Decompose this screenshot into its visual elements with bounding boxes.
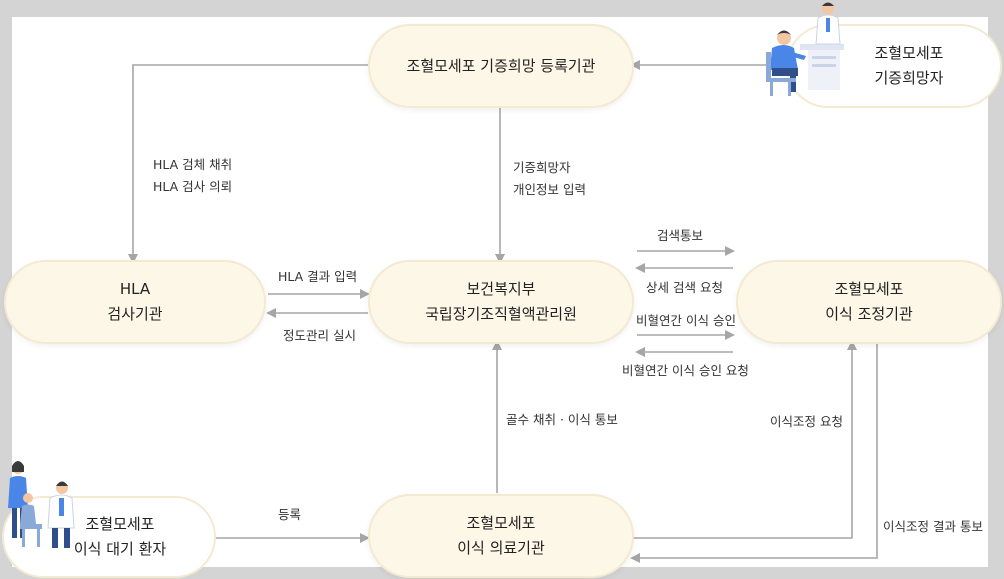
edge-label-coordination-result: 이식조정 결과 통보: [883, 519, 983, 534]
patient-label-line2: 이식 대기 환자: [73, 540, 167, 558]
edge-label-quality: 정도관리 실시: [283, 328, 356, 343]
doctor-consultation-icon: [766, 2, 844, 96]
hospital-node: 조혈모세포 이식 의료기관: [368, 494, 634, 578]
edge-label-unrelated-request: 비혈연간 이식 승인 요청: [622, 363, 749, 378]
arrow-coordination-request: [632, 340, 857, 539]
edge-label-donor-info-line2: 개인정보 입력: [513, 182, 586, 197]
patient-label-line1: 조혈모세포: [85, 515, 155, 533]
edge-label-donor-info-line1: 기증희망자: [513, 160, 571, 175]
edge-label-register: 등록: [278, 507, 302, 522]
edge-label-harvest-notice: 골수 채취 · 이식 통보: [506, 412, 618, 427]
edge-label-hla-request: HLA 검체 채취 HLA 검사 의뢰: [153, 154, 232, 198]
family-with-doctor-icon: [8, 461, 75, 548]
arrow-coordination-result: [630, 342, 878, 563]
ministry-node: 보건복지부 국립장기조직혈액관리원: [368, 260, 634, 344]
hla-lab-node: HLA 검사기관: [4, 260, 266, 344]
hla-lab-label-line1: HLA: [119, 280, 151, 298]
hospital-label-line1: 조혈모세포: [466, 514, 536, 532]
edge-label-search-notice: 검색통보: [657, 228, 704, 243]
donor-label-line2: 기증희망자: [874, 69, 944, 87]
ministry-label-line1: 보건복지부: [466, 280, 536, 298]
edge-label-hla-request-line1: HLA 검체 채취: [153, 157, 233, 172]
edge-label-hla-result: HLA 결과 입력: [278, 269, 358, 284]
edge-label-coordination-request: 이식조정 요청: [770, 414, 843, 429]
edge-label-detail-request: 상세 검색 요청: [646, 280, 723, 295]
registry-node: 조혈모세포 기증희망 등록기관: [368, 24, 634, 108]
ministry-label-line2: 국립장기조직혈액관리원: [425, 305, 577, 323]
registry-label: 조혈모세포 기증희망 등록기관: [406, 56, 596, 75]
edge-label-donor-info: 기증희망자 개인정보 입력: [513, 157, 586, 201]
hospital-label-line2: 이식 의료기관: [457, 539, 545, 557]
edge-label-hla-request-line2: HLA 검사 의뢰: [153, 179, 233, 194]
hla-lab-label-line2: 검사기관: [107, 305, 163, 323]
coordinator-label-line1: 조혈모세포: [834, 280, 904, 298]
edge-label-unrelated-approval: 비혈연간 이식 승인: [636, 313, 736, 328]
arrow-registry-to-hla: [128, 64, 368, 264]
coordinator-label-line2: 이식 조정기관: [825, 305, 913, 323]
donor-label-line1: 조혈모세포: [874, 44, 944, 62]
coordinator-node: 조혈모세포 이식 조정기관: [736, 260, 1002, 344]
